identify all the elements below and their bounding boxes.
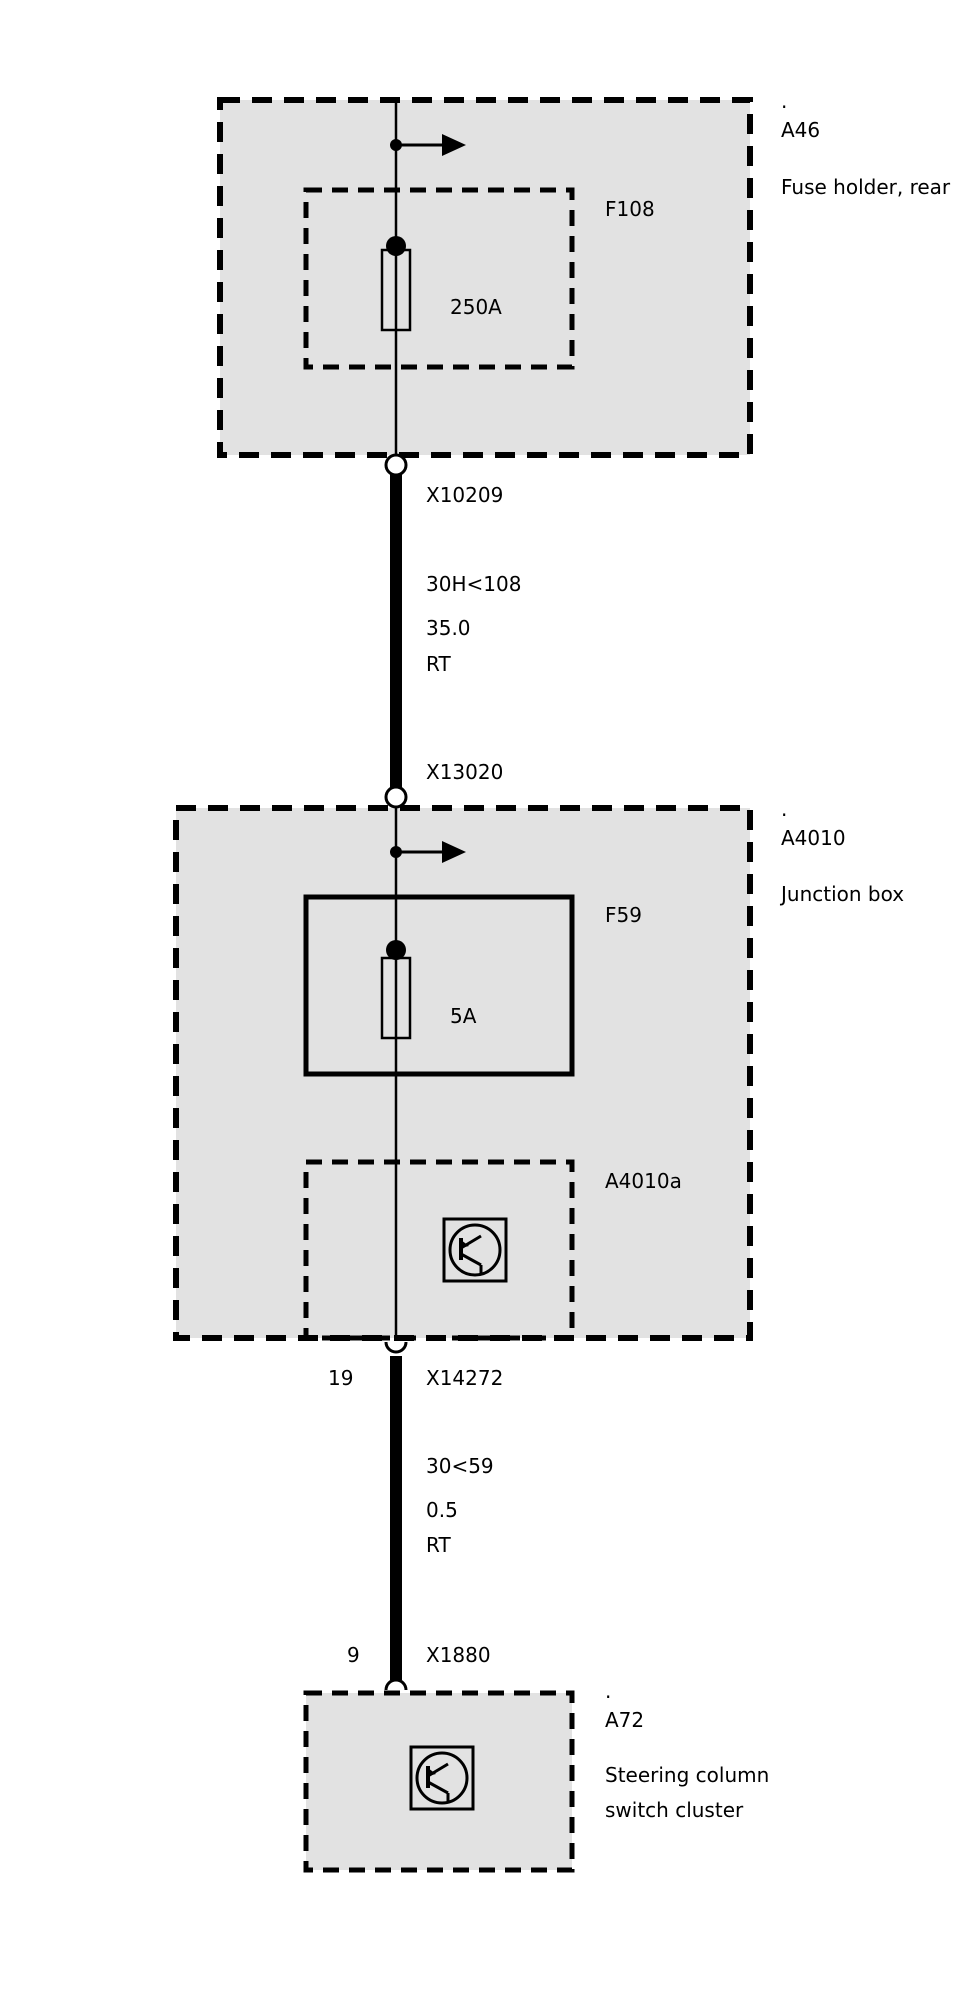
module-a46-dot: . xyxy=(781,89,787,113)
fuse-f59-id: F59 xyxy=(605,903,642,927)
module-a72-dot: . xyxy=(605,1679,611,1703)
module-a72-box xyxy=(303,1690,575,1873)
submodule-a4010a-id: A4010a xyxy=(605,1169,682,1193)
fuse-f59-box xyxy=(303,894,575,1077)
wire-30h-108: X10209 30H<108 35.0 RT X13020 xyxy=(384,453,521,809)
module-a46-box xyxy=(217,97,753,458)
wire-30-59-color: RT xyxy=(426,1533,451,1557)
module-a4010-dot: . xyxy=(781,797,787,821)
connector-x10209-label: X10209 xyxy=(426,483,503,507)
branch-arrow-a4010 xyxy=(390,841,466,863)
submodule-a4010a-box xyxy=(303,1159,575,1341)
connector-x14272-label: X14272 xyxy=(426,1366,503,1390)
wire-30h-108-color: RT xyxy=(426,652,451,676)
module-a72: . A72 Steering column switch cluster xyxy=(303,1679,769,1873)
module-a72-id: A72 xyxy=(605,1708,644,1732)
module-a72-description-line1: Steering column xyxy=(605,1763,769,1787)
module-a46: . A46 Fuse holder, rear F108 250A xyxy=(217,89,951,458)
fuse-f108-box xyxy=(303,187,575,370)
wire-30h-108-signal: 30H<108 xyxy=(426,572,521,596)
module-a4010-description: Junction box xyxy=(779,882,904,906)
module-a72-description-line2: switch cluster xyxy=(605,1798,744,1822)
wire-30h-108-cross-section: 35.0 xyxy=(426,616,471,640)
connector-x13020-symbol xyxy=(384,785,408,809)
module-a46-description: Fuse holder, rear xyxy=(781,175,951,199)
fuse-f108-id: F108 xyxy=(605,197,655,221)
connector-x10209-symbol xyxy=(384,453,408,477)
module-a4010-id: A4010 xyxy=(781,826,846,850)
transistor-icon xyxy=(409,1745,475,1811)
fuse-symbol-f59 xyxy=(380,940,412,1040)
transistor-icon xyxy=(442,1217,508,1283)
wire-30-59: 19 X14272 30<59 0.5 RT 9 X1880 xyxy=(328,1341,503,1691)
fuse-symbol-f108 xyxy=(380,236,412,332)
fuse-f59-rating: 5A xyxy=(450,1004,477,1028)
connector-x1880-symbol xyxy=(384,1678,408,1691)
connector-x14272-symbol xyxy=(384,1341,408,1354)
wire-30-59-cross-section: 0.5 xyxy=(426,1498,458,1522)
pin-9-label: 9 xyxy=(347,1643,360,1667)
pin-19-label: 19 xyxy=(328,1366,353,1390)
connector-x1880-label: X1880 xyxy=(426,1643,491,1667)
module-a4010: . A4010 Junction box F59 5A A4010a xyxy=(173,797,904,1341)
module-a46-id: A46 xyxy=(781,118,820,142)
wire-30-59-signal: 30<59 xyxy=(426,1454,494,1478)
fuse-f108-rating: 250A xyxy=(450,295,502,319)
connector-x13020-label: X13020 xyxy=(426,760,503,784)
branch-arrow-a46 xyxy=(390,134,466,156)
